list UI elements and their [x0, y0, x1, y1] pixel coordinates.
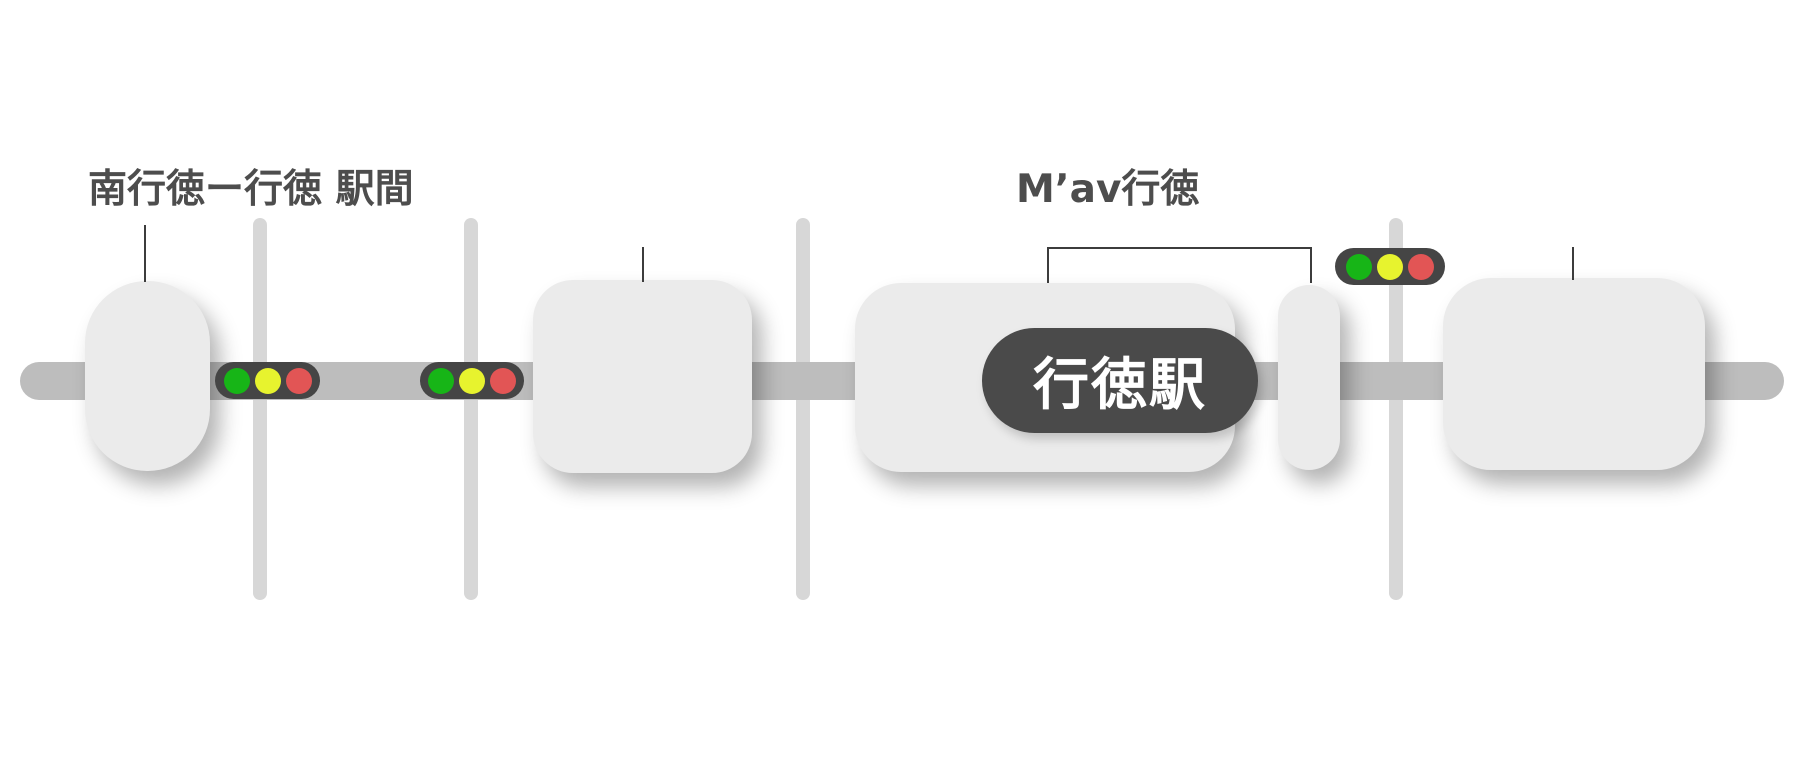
crossing-road-4 [1389, 218, 1403, 600]
signal-light-green-icon [1346, 253, 1372, 280]
pointer-line-station-4 [1572, 247, 1574, 280]
section-label: 南行徳ー行徳 駅間 [88, 167, 414, 212]
area-label: M’av行徳 [1016, 167, 1200, 212]
crossing-road-3 [796, 218, 810, 600]
signal-light-green-icon [223, 367, 250, 394]
signal-light-yellow-icon [254, 367, 281, 394]
station-name-badge: 行徳駅 [982, 328, 1258, 433]
station-block-2 [533, 280, 752, 473]
station-block-4 [1443, 278, 1705, 470]
signal-light-yellow-icon [1377, 253, 1403, 280]
traffic-signal-icon-mid [420, 362, 524, 399]
crossing-road-1 [253, 218, 267, 600]
signal-light-red-icon [1408, 253, 1434, 280]
pointer-line-station-2 [642, 247, 644, 282]
signal-light-red-icon [490, 367, 516, 394]
station-block-1 [85, 281, 210, 471]
traffic-signal-icon-upper-right [1335, 248, 1445, 285]
signal-light-yellow-icon [459, 367, 485, 394]
pointer-line-station-1 [144, 225, 146, 282]
signal-light-red-icon [285, 367, 312, 394]
station-name-text: 行徳駅 [1033, 353, 1207, 418]
span-bracket [1047, 247, 1312, 283]
traffic-signal-icon-left [215, 362, 320, 399]
signal-light-green-icon [428, 367, 454, 394]
crossing-road-2 [464, 218, 478, 600]
station-block-annex [1278, 285, 1340, 470]
